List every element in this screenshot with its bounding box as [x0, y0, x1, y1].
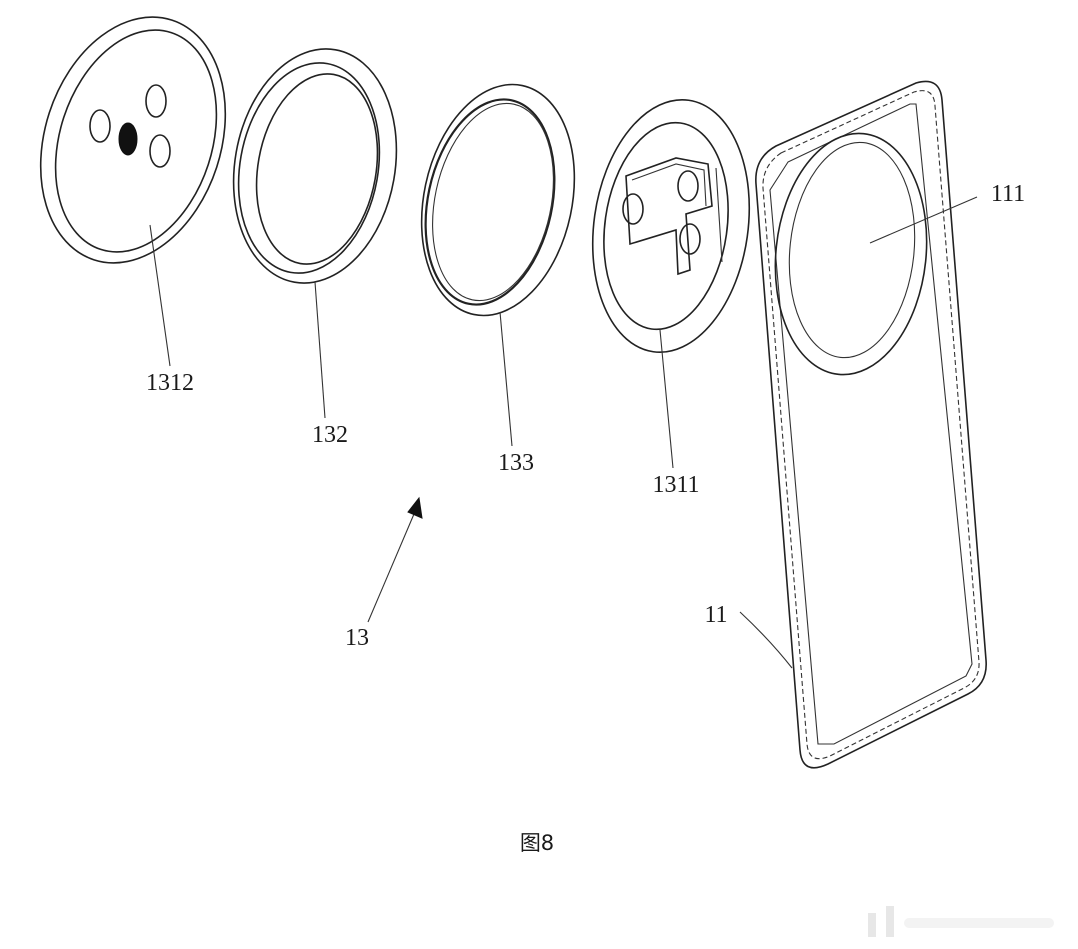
- seal-ring-133: [420, 83, 576, 317]
- figure-caption: 图8: [520, 831, 554, 855]
- lens-cover-1312: [39, 16, 227, 264]
- label-133: 133: [498, 450, 534, 476]
- label-1311: 1311: [652, 472, 699, 498]
- label-11: 11: [704, 602, 727, 628]
- label-132: 132: [312, 422, 348, 448]
- label-13: 13: [345, 625, 369, 651]
- back-cover-11: [755, 80, 987, 769]
- leader-lines: [149, 196, 978, 669]
- outer-ring-132: [232, 48, 398, 284]
- label-111: 111: [991, 181, 1025, 207]
- watermark: [868, 906, 1054, 937]
- label-1312: 1312: [146, 370, 194, 396]
- camera-base-1311: [591, 98, 751, 354]
